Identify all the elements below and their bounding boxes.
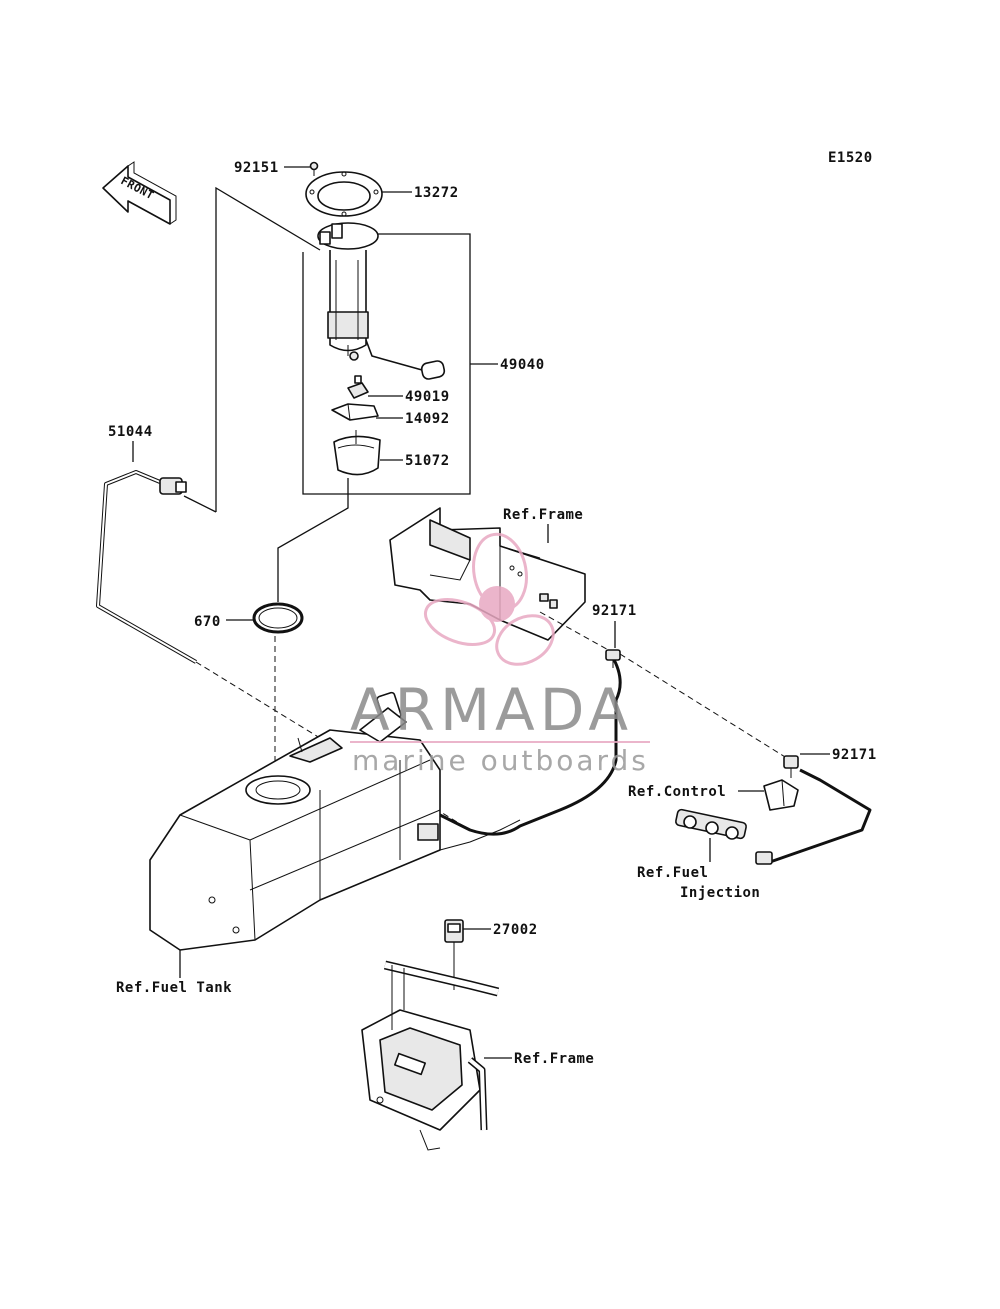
switch-27002-icon xyxy=(444,919,464,990)
cup-51072-icon xyxy=(333,430,381,476)
clamp-92171-b-icon xyxy=(783,755,799,778)
label-27002: 27002 xyxy=(493,922,538,938)
watermark-subtitle: marine outboards xyxy=(352,744,649,777)
label-13272: 13272 xyxy=(414,185,459,201)
fuel-hose-51044-icon xyxy=(96,470,197,664)
label-51044: 51044 xyxy=(108,424,153,440)
front-arrow-icon: FRONT xyxy=(102,161,177,225)
label-ref-frame-bottom: Ref.Frame xyxy=(514,1051,594,1067)
label-ref-fuel-injection-1: Ref.Fuel xyxy=(637,865,708,881)
diagram-id: E1520 xyxy=(828,150,873,166)
label-92171-a: 92171 xyxy=(592,603,637,619)
armada-watermark-logo: ARMADA marine outboards xyxy=(350,532,650,777)
fuel-line-routing xyxy=(439,611,872,864)
label-49019: 49019 xyxy=(405,389,450,405)
label-ref-fuel-tank: Ref.Fuel Tank xyxy=(116,980,232,996)
watermark-title: ARMADA xyxy=(350,676,633,744)
frame-bracket-top-icon xyxy=(389,507,586,641)
label-92151: 92151 xyxy=(234,160,279,176)
filter-49019-icon xyxy=(347,375,369,399)
label-670: 670 xyxy=(194,614,221,630)
label-ref-fuel-injection-2: Injection xyxy=(680,885,760,901)
label-14092: 14092 xyxy=(405,411,450,427)
bolt-92151-icon xyxy=(309,161,319,176)
assembly-bracket-49040 xyxy=(302,233,498,495)
label-ref-control: Ref.Control xyxy=(628,784,726,800)
fuel-injection-rail-icon xyxy=(675,808,773,865)
frame-bracket-bottom-icon xyxy=(361,960,500,1151)
label-92171-b: 92171 xyxy=(832,747,877,763)
label-ref-frame-top: Ref.Frame xyxy=(503,507,583,523)
propeller-logo-icon xyxy=(423,532,555,666)
o-ring-670-icon xyxy=(252,602,304,634)
fuel-pump-49040-icon xyxy=(317,222,446,380)
label-49040: 49040 xyxy=(500,357,545,373)
plate-13272-icon xyxy=(305,171,383,217)
label-51072: 51072 xyxy=(405,453,450,469)
clamp-92171-a-icon xyxy=(605,649,621,668)
cover-14092-icon xyxy=(331,403,379,421)
control-bracket-icon xyxy=(763,779,799,811)
